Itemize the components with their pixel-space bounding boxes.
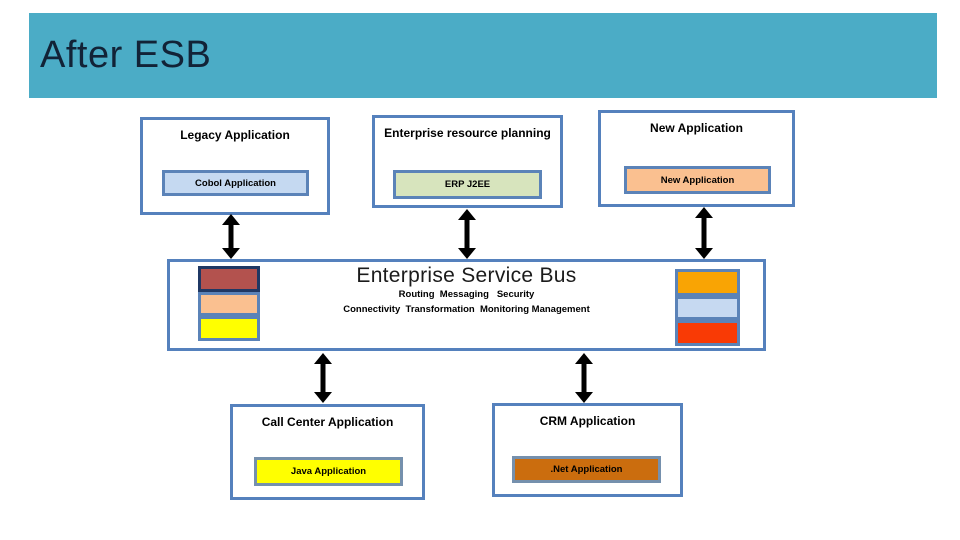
erp-box: Enterprise resource planning ERP J2EE (372, 115, 563, 208)
arrow-esb-crm (575, 353, 593, 403)
esb-features-line1: Routing Messaging Security (398, 289, 535, 300)
crm-application-box: CRM Application .Net Application (492, 403, 683, 497)
esb-left-block-red (198, 266, 260, 292)
arrow-newapp-esb (695, 207, 713, 259)
esb-box: Enterprise Service Bus Routing Messaging… (167, 259, 766, 351)
crm-application-title: CRM Application (539, 414, 636, 428)
legacy-application-box: Legacy Application Cobol Application (140, 117, 330, 215)
dotnet-application-label: .Net Application (550, 464, 623, 475)
arrow-legacy-esb (222, 214, 240, 259)
arrow-erp-esb (458, 209, 476, 259)
arrow-shaft (581, 361, 587, 395)
java-application-label: Java Application (290, 466, 367, 477)
esb-right-block-blue (675, 296, 740, 320)
cobol-application-box: Cobol Application (162, 170, 309, 196)
new-application-inner-box: New Application (624, 166, 771, 194)
cobol-application-label: Cobol Application (195, 177, 276, 189)
esb-left-block-stack (198, 266, 260, 341)
esb-features-line2: Connectivity Transformation Monitoring M… (343, 303, 590, 315)
legacy-application-title: Legacy Application (180, 128, 290, 142)
dotnet-application-box: .Net Application (512, 456, 661, 483)
new-application-inner-label: New Application (660, 174, 735, 186)
esb-right-block-orange (675, 269, 740, 296)
erp-j2ee-label: ERP J2EE (444, 179, 491, 190)
call-center-application-title: Call Center Application (261, 415, 394, 429)
new-application-title: New Application (650, 121, 743, 135)
arrow-shaft (464, 217, 470, 251)
esb-title: Enterprise Service Bus (356, 264, 577, 287)
title-banner: After ESB (29, 13, 937, 98)
esb-left-block-yellow (198, 316, 260, 341)
arrow-shaft (701, 215, 707, 251)
arrow-shaft (320, 361, 326, 395)
esb-right-block-stack (675, 269, 740, 346)
erp-title: Enterprise resource planning (384, 126, 551, 140)
arrow-shaft (228, 222, 234, 251)
arrow-esb-callcenter (314, 353, 332, 403)
erp-j2ee-box: ERP J2EE (393, 170, 542, 199)
call-center-application-box: Call Center Application Java Application (230, 404, 425, 500)
java-application-box: Java Application (254, 457, 403, 486)
esb-left-block-peach (198, 292, 260, 316)
new-application-box: New Application New Application (598, 110, 795, 207)
esb-right-block-red (675, 320, 740, 346)
slide-title: After ESB (40, 34, 212, 76)
